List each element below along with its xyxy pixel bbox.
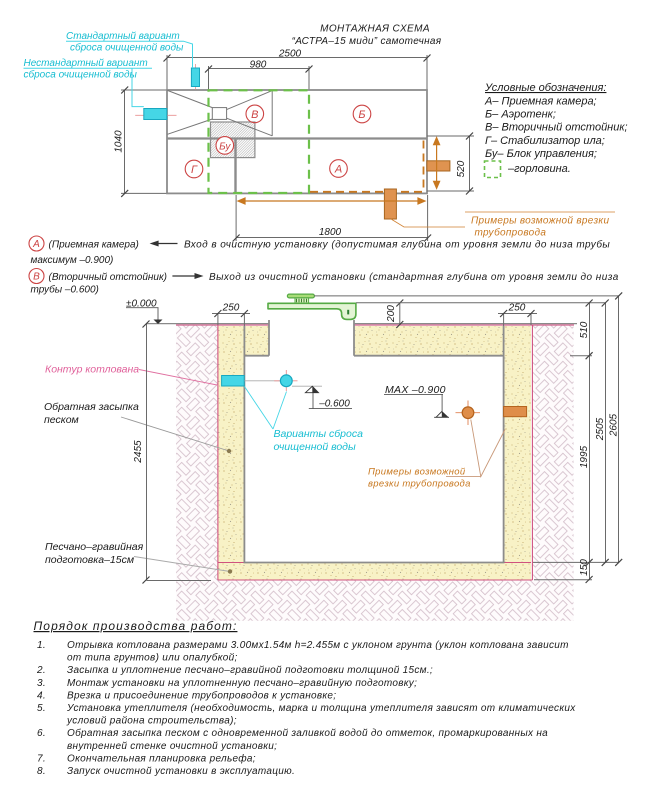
- svg-text:Врезка и присоединение трубопр: Врезка и присоединение трубопроводов к у…: [67, 689, 336, 701]
- svg-text:МАХ –0.900: МАХ –0.900: [385, 384, 446, 396]
- svg-text:3.: 3.: [37, 678, 46, 689]
- svg-text:2605: 2605: [609, 413, 620, 437]
- svg-text:–горловина.: –горловина.: [507, 163, 571, 175]
- svg-text:сброса очищенной воды: сброса очищенной воды: [24, 69, 138, 81]
- svg-text:520: 520: [456, 160, 467, 177]
- svg-text:5.: 5.: [37, 703, 46, 714]
- svg-text:Окончательная планировка релье: Окончательная планировка рельефа;: [67, 752, 256, 764]
- svg-text:максимум –0.900): максимум –0.900): [31, 255, 114, 266]
- svg-text:внутренней стенке очистной уст: внутренней стенке очистной установки;: [67, 741, 277, 752]
- svg-text:Монтаж установки на уплотненну: Монтаж установки на уплотненную песчано–…: [67, 678, 417, 689]
- svg-text:(Вторичный отстойник): (Вторичный отстойник): [49, 272, 168, 283]
- svg-text:±0.000: ±0.000: [126, 299, 157, 310]
- svg-text:6.: 6.: [37, 728, 46, 739]
- svg-text:Выход из очистной установки (с: Выход из очистной установки (стандартная…: [209, 271, 619, 283]
- svg-text:Обратная засыпка песком с одно: Обратная засыпка песком с одновременной …: [67, 727, 548, 739]
- svg-text:Бу: Бу: [219, 141, 231, 152]
- svg-text:Стандартный вариант: Стандартный вариант: [66, 31, 180, 42]
- svg-text:песком: песком: [44, 414, 79, 426]
- svg-text:8.: 8.: [37, 766, 46, 777]
- svg-text:250: 250: [508, 303, 526, 314]
- svg-text:условий района строительства);: условий района строительства);: [66, 716, 237, 727]
- svg-text:трубы –0.600): трубы –0.600): [31, 284, 99, 296]
- svg-text:В: В: [33, 272, 40, 283]
- svg-text:Вход в очистную установку (доп: Вход в очистную установку (допустимая гл…: [184, 239, 610, 251]
- svg-text:4.: 4.: [37, 690, 46, 701]
- svg-text:Порядок производства работ:: Порядок производства работ:: [34, 619, 238, 633]
- svg-text:2500: 2500: [278, 49, 302, 60]
- svg-text:сброса очищенной воды: сброса очищенной воды: [70, 42, 184, 54]
- svg-text:Примеры возможной врезки: Примеры возможной врезки: [471, 216, 609, 227]
- svg-text:1.: 1.: [37, 640, 46, 651]
- svg-text:Установка утеплителя (необходи: Установка утеплителя (необходимость, мар…: [66, 702, 576, 714]
- svg-text:В– Вторичный отстойник;: В– Вторичный отстойник;: [485, 122, 628, 134]
- svg-text:Варианты сброса: Варианты сброса: [274, 428, 364, 440]
- svg-text:Нестандартный вариант: Нестандартный вариант: [24, 58, 148, 69]
- svg-text:1800: 1800: [319, 227, 342, 238]
- svg-text:Песчано–гравийная: Песчано–гравийная: [45, 541, 144, 553]
- svg-text:Г– Стабилизатор ила;: Г– Стабилизатор ила;: [485, 135, 605, 147]
- svg-text:2.: 2.: [36, 665, 46, 676]
- svg-text:1995: 1995: [579, 445, 590, 468]
- svg-text:врезки трубопровода: врезки трубопровода: [368, 479, 471, 490]
- svg-text:Бу– Блок управления;: Бу– Блок управления;: [485, 148, 597, 160]
- svg-text:–0.600: –0.600: [318, 399, 350, 410]
- svg-text:Обратная засыпка: Обратная засыпка: [44, 401, 139, 413]
- svg-text:МОНТАЖНАЯ СХЕМА: МОНТАЖНАЯ СХЕМА: [320, 24, 430, 35]
- svg-text:Условные обозначения:: Условные обозначения:: [484, 82, 606, 94]
- svg-text:Б: Б: [358, 109, 365, 121]
- svg-text:трубопровода: трубопровода: [475, 227, 547, 239]
- svg-text:от типа грунтов) или опалубкой: от типа грунтов) или опалубкой;: [67, 652, 238, 664]
- svg-text:Отрывка котлована размерами 3.: Отрывка котлована размерами 3.00мх1.54м …: [67, 640, 569, 651]
- svg-text:Контур котлована: Контур котлована: [45, 364, 139, 376]
- svg-text:(Приемная камера): (Приемная камера): [49, 240, 139, 251]
- svg-text:150: 150: [579, 559, 590, 576]
- svg-text:очищенной воды: очищенной воды: [274, 441, 356, 453]
- svg-text:“АСТРА–15 миди” самотечная: “АСТРА–15 миди” самотечная: [292, 36, 442, 47]
- svg-text:510: 510: [579, 321, 590, 338]
- svg-text:В: В: [251, 109, 258, 121]
- svg-text:Примеры возможной: Примеры возможной: [368, 467, 466, 478]
- svg-text:7.: 7.: [37, 753, 46, 764]
- svg-text:2505: 2505: [595, 417, 606, 441]
- svg-text:2455: 2455: [133, 440, 144, 464]
- svg-text:Г: Г: [191, 164, 198, 176]
- svg-text:Запуск очистной установки в эк: Запуск очистной установки в эксплуатацию…: [67, 766, 295, 777]
- svg-text:200: 200: [386, 305, 397, 323]
- svg-text:Засыпка и уплотнение песчано–г: Засыпка и уплотнение песчано–гравийной п…: [67, 665, 433, 676]
- svg-text:А– Приемная камера;: А– Приемная камера;: [484, 96, 597, 108]
- svg-text:А: А: [334, 164, 342, 176]
- svg-text:Б– Аэротенк;: Б– Аэротенк;: [485, 109, 556, 121]
- svg-text:1040: 1040: [114, 130, 125, 153]
- svg-text:980: 980: [250, 60, 267, 71]
- svg-text:250: 250: [222, 303, 240, 314]
- svg-text:подготовка–15см: подготовка–15см: [45, 554, 134, 566]
- svg-text:А: А: [32, 239, 40, 250]
